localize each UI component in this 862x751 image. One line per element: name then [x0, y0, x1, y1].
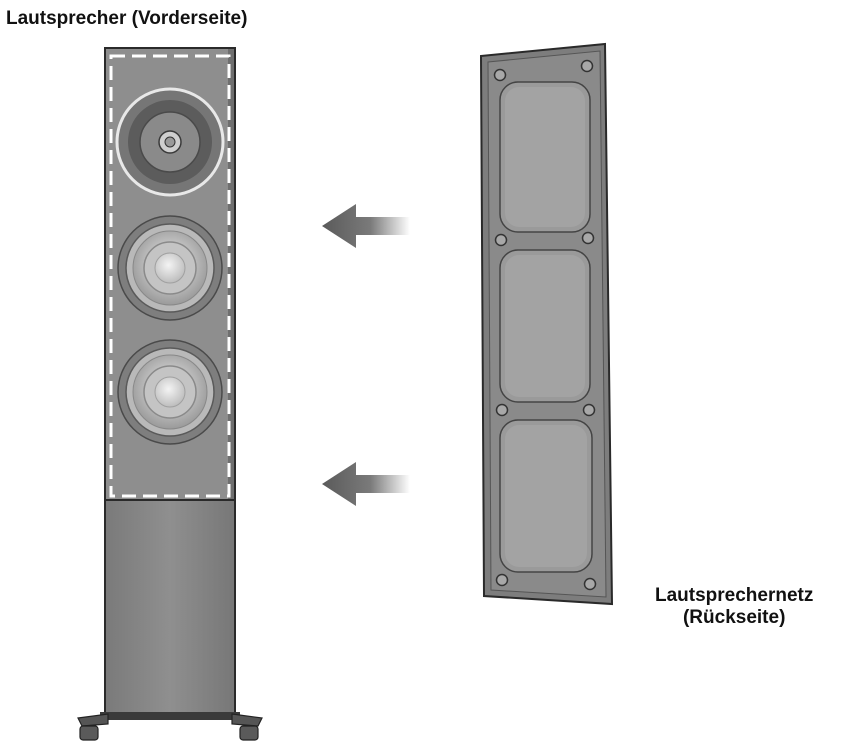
woofer-upper — [117, 215, 223, 321]
speaker-lower-section — [104, 499, 236, 717]
grille-area-outline — [109, 54, 231, 498]
speaker-front — [77, 47, 263, 741]
grille-back-label-line2: (Rückseite) — [682, 607, 786, 628]
grille-pegs — [493, 59, 597, 591]
speaker-grille-back — [479, 42, 614, 606]
arrow-upper — [322, 204, 410, 248]
tweeter — [115, 87, 225, 197]
speaker-front-label: Lautsprecher (Vorderseite) — [6, 8, 248, 29]
arrow-lower — [322, 462, 410, 506]
speaker-feet — [77, 712, 263, 741]
woofer-lower — [117, 339, 223, 445]
grille-back-label-line1: Lautsprechernetz — [655, 585, 814, 606]
grille-back-label: Lautsprechernetz (Rückseite) — [655, 585, 813, 629]
